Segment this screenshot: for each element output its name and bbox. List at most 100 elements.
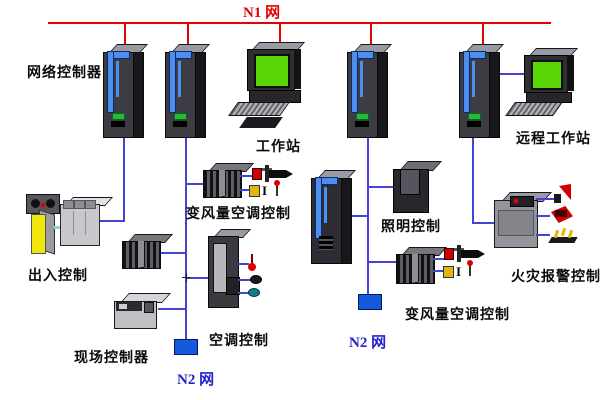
- front-band: [116, 302, 142, 311]
- cabinet-panel: [400, 169, 420, 195]
- vav-control-label: 变风量空调控制: [186, 205, 291, 221]
- n2-bus-line: [185, 135, 187, 340]
- n1-drop-line: [187, 23, 189, 45]
- screen: [531, 60, 563, 90]
- thermometer-sensor-icon: [248, 254, 256, 271]
- vav-control-label: 变风量空调控制: [405, 306, 510, 322]
- reader-led: [41, 203, 45, 207]
- tower-bar: [324, 187, 327, 223]
- remote-workstation-label: 远程工作站: [516, 130, 591, 146]
- tower-bar: [169, 51, 176, 113]
- box-seam: [85, 211, 86, 235]
- valve-actuator-icon: [252, 165, 294, 185]
- link-line: [99, 220, 125, 222]
- tower-bar: [178, 61, 181, 97]
- valve-pipe: [461, 250, 478, 258]
- drive-slot: [467, 121, 481, 127]
- ac-control-label: 空调控制: [209, 332, 269, 348]
- ac-cabinet-icon: [208, 229, 252, 309]
- box-cell: [74, 200, 85, 209]
- link-line: [160, 252, 186, 254]
- alarm-strobe-icon: [551, 206, 573, 223]
- tower-bar: [360, 61, 363, 97]
- network-controller-label: 网络控制器: [27, 64, 102, 80]
- link-line: [368, 261, 397, 263]
- n2-network-label: N2 网: [177, 372, 215, 388]
- lighting-control-label: 照明控制: [381, 218, 441, 234]
- box-cell: [63, 200, 74, 209]
- link-line: [238, 263, 249, 265]
- link-line: [186, 277, 209, 279]
- contact-pin: [560, 227, 567, 237]
- fire-alarm-control-label: 火灾报警控制: [511, 268, 600, 284]
- server-tower-icon: [103, 44, 149, 138]
- power-led: [112, 113, 125, 120]
- monitor-icon: [524, 55, 568, 93]
- n2-bus-line: [367, 137, 369, 295]
- front-display: [119, 304, 127, 309]
- tower-side: [489, 52, 500, 138]
- link-line: [497, 73, 527, 75]
- fire-alarm-panel-icon: [494, 192, 553, 248]
- power-led: [356, 113, 369, 120]
- field-controller-label: 现场控制器: [74, 349, 149, 365]
- tower-bar: [113, 51, 130, 59]
- valve-actuator-icon: [444, 245, 486, 265]
- server-tower-icon: [459, 44, 505, 138]
- lighting-cabinet-icon: [393, 161, 443, 213]
- i-beam-sensor-icon: I: [456, 264, 462, 279]
- vav-controller-icon: [203, 163, 255, 198]
- access-controller-icon: [60, 197, 114, 246]
- link-line: [536, 215, 550, 217]
- ddc-controller-icon: [122, 234, 174, 269]
- link-line: [368, 186, 395, 188]
- link-line: [54, 226, 63, 229]
- i-beam-sensor-icon: I: [262, 183, 268, 198]
- valve-pipe: [269, 170, 286, 178]
- bus-line: [472, 137, 474, 224]
- contact-base: [548, 237, 578, 243]
- n2-network-node: [358, 294, 382, 310]
- cabinet-panel: [213, 243, 227, 293]
- box-body: [60, 204, 100, 246]
- remote-workstation-icon: [505, 48, 586, 128]
- junction-marker: [182, 273, 191, 282]
- n2-network-label: N2 网: [349, 335, 387, 351]
- keyboard-icon: [228, 102, 290, 116]
- keyboard-icon: [505, 102, 563, 116]
- n2-network-node: [174, 339, 198, 355]
- alarm-speaker-icon: [553, 184, 571, 206]
- server-tower-icon: [311, 170, 357, 264]
- tower-bar: [175, 51, 192, 59]
- tower-bar: [116, 61, 119, 97]
- server-tower-icon: [165, 44, 211, 138]
- tower-side: [341, 178, 352, 264]
- workstation-label: 工作站: [256, 138, 301, 154]
- workstation-icon: [228, 42, 313, 137]
- monitor-side: [294, 49, 301, 89]
- alarm-contact-icon: [548, 227, 578, 244]
- link-line: [238, 279, 251, 281]
- power-led: [174, 113, 187, 120]
- monitor-side: [567, 55, 574, 91]
- n1-drop-line: [370, 23, 372, 45]
- panel-door: [498, 210, 534, 236]
- vav-panel: [218, 170, 226, 196]
- teal-sensor-icon: [248, 288, 260, 297]
- link-line: [346, 215, 368, 217]
- valve-motor: [252, 168, 262, 180]
- valve-tip: [286, 170, 293, 178]
- tower-side: [133, 52, 144, 138]
- vav-panel: [137, 241, 145, 267]
- valve-stem: [457, 245, 461, 262]
- valve-tip: [478, 250, 485, 258]
- power-led: [468, 113, 481, 120]
- vav-panel: [411, 254, 419, 282]
- door-icon: [31, 209, 55, 255]
- link-line: [158, 308, 186, 310]
- box-cell: [85, 200, 96, 209]
- box-seam: [73, 211, 74, 235]
- field-controller-icon: [114, 293, 172, 331]
- n1-drop-line: [124, 23, 126, 45]
